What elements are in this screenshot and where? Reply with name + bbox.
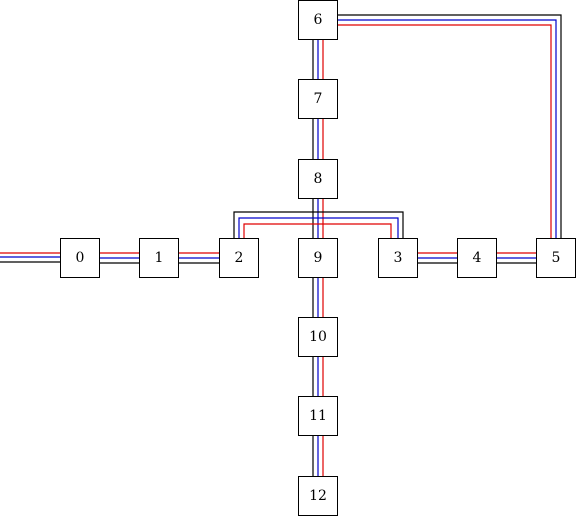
node-box-12 — [298, 476, 338, 516]
node-label-8: 8 — [314, 171, 323, 187]
node-label-11: 11 — [309, 408, 327, 424]
node-label-12: 12 — [309, 488, 327, 504]
node-0: 0 — [60, 238, 100, 278]
node-label-9: 9 — [314, 250, 323, 266]
node-box-6 — [298, 0, 338, 40]
node-box-11 — [298, 396, 338, 436]
wire-2-3-red — [243, 223, 392, 239]
wire-5-6-blue — [337, 19, 557, 239]
node-5: 5 — [536, 238, 576, 278]
node-6: 6 — [298, 0, 338, 40]
node-label-7: 7 — [314, 91, 323, 107]
wire-2-3-blue — [238, 217, 399, 239]
node-box-2 — [219, 238, 259, 278]
node-box-10 — [298, 317, 338, 357]
wire-5-6-red — [337, 24, 552, 239]
node-box-1 — [139, 238, 179, 278]
wire-5-6-black — [337, 14, 562, 239]
node-7: 7 — [298, 79, 338, 119]
node-box-7 — [298, 79, 338, 119]
node-12: 12 — [298, 476, 338, 516]
node-8: 8 — [298, 159, 338, 199]
node-label-10: 10 — [309, 329, 327, 345]
node-2: 2 — [219, 238, 259, 278]
node-label-3: 3 — [394, 250, 403, 266]
node-label-0: 0 — [76, 250, 85, 266]
wire-layer — [0, 14, 562, 477]
node-label-1: 1 — [155, 250, 164, 266]
node-box-4 — [457, 238, 497, 278]
node-11: 11 — [298, 396, 338, 436]
node-1: 1 — [139, 238, 179, 278]
node-box-3 — [378, 238, 418, 278]
node-3: 3 — [378, 238, 418, 278]
node-box-5 — [536, 238, 576, 278]
node-label-4: 4 — [473, 250, 482, 266]
node-label-2: 2 — [235, 250, 244, 266]
wire-2-3-black — [233, 211, 404, 239]
node-box-9 — [298, 238, 338, 278]
node-label-5: 5 — [552, 250, 561, 266]
node-10: 10 — [298, 317, 338, 357]
node-box-0 — [60, 238, 100, 278]
node-label-6: 6 — [314, 12, 323, 28]
node-4: 4 — [457, 238, 497, 278]
node-9: 9 — [298, 238, 338, 278]
node-box-8 — [298, 159, 338, 199]
